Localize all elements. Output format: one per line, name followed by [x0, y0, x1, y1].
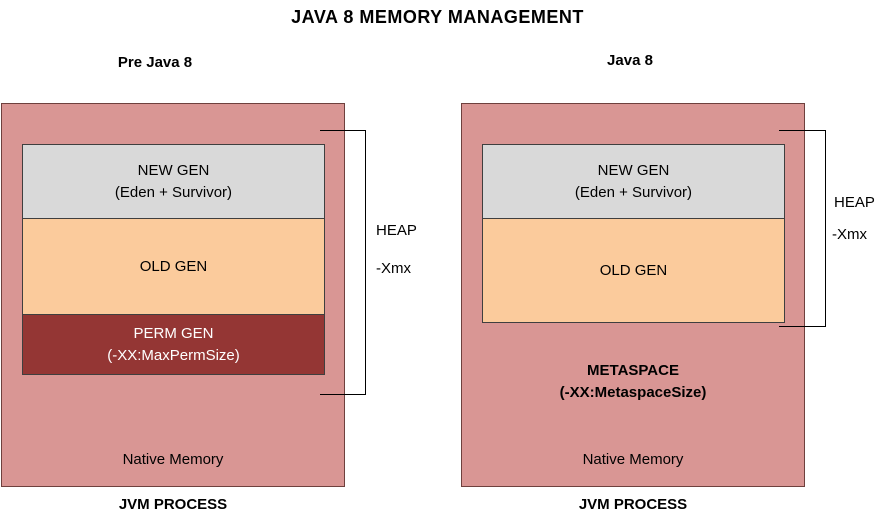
- metaspace-subtitle: (-XX:MetaspaceSize): [559, 384, 707, 401]
- old-gen-title: OLD GEN: [139, 257, 208, 275]
- pre-java8-native-memory-label: Native Memory: [122, 451, 224, 468]
- pre-java8-perm-gen-box: PERM GEN (-XX:MaxPermSize): [22, 314, 325, 375]
- new-gen-title: NEW GEN: [597, 161, 670, 179]
- java8-label: Java 8: [607, 52, 653, 69]
- java8-heap-label: HEAP: [834, 194, 875, 211]
- pre-java8-jvm-process-box: NEW GEN (Eden + Survivor) OLD GEN PERM G…: [1, 103, 345, 487]
- java8-native-memory-label: Native Memory: [582, 451, 684, 468]
- metaspace-title: METASPACE: [587, 362, 679, 379]
- java8-jvm-process-box: NEW GEN (Eden + Survivor) OLD GEN METASP…: [461, 103, 805, 487]
- new-gen-subtitle: (Eden + Survivor): [114, 183, 233, 201]
- pre-java8-new-gen-box: NEW GEN (Eden + Survivor): [22, 144, 325, 219]
- pre-java8-label: Pre Java 8: [117, 54, 193, 71]
- pre-java8-xmx-label: -Xmx: [376, 260, 411, 277]
- java8-new-gen-box: NEW GEN (Eden + Survivor): [482, 144, 785, 219]
- new-gen-title: NEW GEN: [137, 161, 210, 179]
- java8-metaspace-label: METASPACE (-XX:MetaspaceSize): [462, 360, 804, 404]
- new-gen-subtitle: (Eden + Survivor): [574, 183, 693, 201]
- perm-gen-subtitle: (-XX:MaxPermSize): [107, 346, 240, 364]
- java8-heap-bracket: [779, 130, 826, 327]
- pre-java8-heap-label: HEAP: [376, 222, 417, 239]
- perm-gen-title: PERM GEN: [133, 324, 214, 342]
- pre-java8-heap-bracket: [320, 130, 366, 395]
- old-gen-title: OLD GEN: [599, 261, 668, 279]
- java8-jvm-process-caption: JVM PROCESS: [578, 496, 688, 513]
- java8-xmx-label: -Xmx: [832, 226, 867, 243]
- pre-java8-old-gen-box: OLD GEN: [22, 218, 325, 315]
- pre-java8-jvm-process-caption: JVM PROCESS: [118, 496, 228, 513]
- diagram-title: JAVA 8 MEMORY MANAGEMENT: [291, 7, 584, 27]
- java8-old-gen-box: OLD GEN: [482, 218, 785, 323]
